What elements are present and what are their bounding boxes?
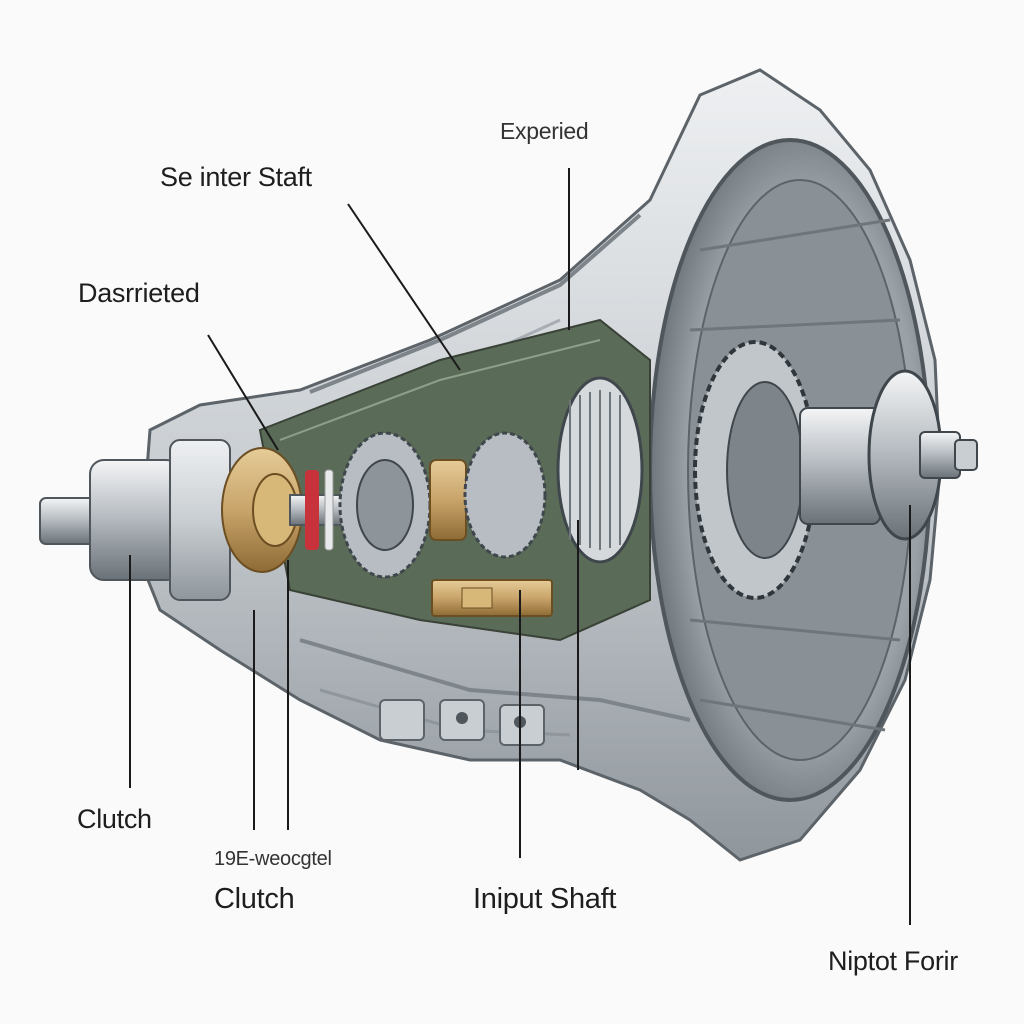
leader-lines: [129, 168, 911, 925]
clutch-drum: [556, 376, 644, 564]
leader-seinter-staft: [347, 203, 461, 371]
brass-clutch-pack: [221, 447, 351, 573]
ring-gear: [693, 340, 817, 600]
label-clutch-left: Clutch: [77, 804, 152, 834]
input-shaft: [799, 369, 978, 541]
brass-gear-2: [429, 431, 547, 559]
label-clutch-center: Clutch: [214, 883, 295, 915]
label-19e-weocgtel: 19E-weocgtel: [214, 848, 332, 870]
brass-bracket: [431, 579, 553, 617]
red-seal-ring: [305, 469, 334, 551]
tail-shaft: [39, 439, 231, 601]
leader-dasrrieted: [207, 334, 279, 451]
planetary-gear-1: [338, 431, 432, 579]
label-dasrrieted: Dasrrieted: [78, 278, 200, 308]
label-experied: Experied: [500, 118, 589, 144]
label-seinter-staft: Se inter Staft: [160, 162, 312, 192]
label-niptot-forir: Niptot Forir: [828, 946, 958, 976]
label-input-shaft: Iniput Shaft: [473, 883, 617, 915]
